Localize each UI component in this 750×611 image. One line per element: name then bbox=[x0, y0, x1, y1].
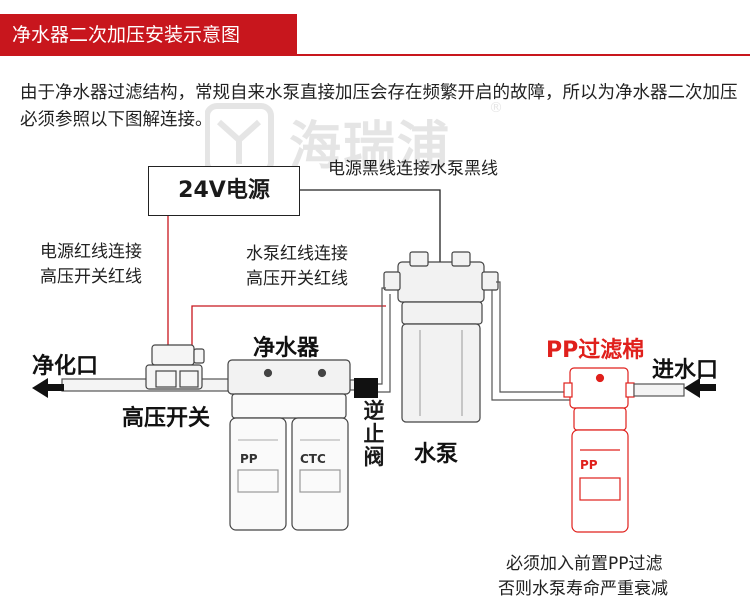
warning-line1: 必须加入前置PP过滤 bbox=[506, 554, 663, 574]
inlet-arrow-shaft bbox=[698, 384, 716, 391]
watermark-text: 海瑞浦 bbox=[289, 117, 452, 177]
pipe-pump-outlet bbox=[378, 287, 391, 393]
inlet-label: 进水口 bbox=[652, 358, 719, 383]
header-rule bbox=[297, 54, 750, 56]
outlet-label: 净化口 bbox=[32, 354, 99, 379]
power-supply-box: 24V电源 bbox=[148, 166, 300, 216]
cartridge-label-pp: PP bbox=[240, 452, 258, 466]
purifier-graphic bbox=[227, 359, 351, 531]
note-pump-red-line2: 高压开关红线 bbox=[246, 269, 348, 289]
note-pump-red-line1: 水泵红线连接 bbox=[246, 244, 348, 264]
pressure-switch-label: 高压开关 bbox=[122, 406, 211, 431]
note-psu-red-line2: 高压开关红线 bbox=[40, 267, 142, 287]
pp-filter-cartridge-label: PP bbox=[580, 458, 598, 472]
pump-label: 水泵 bbox=[414, 442, 459, 467]
watermark-registered: ® bbox=[489, 100, 503, 116]
pp-filter-label: PP过滤棉 bbox=[546, 338, 645, 363]
outlet-arrow-shaft bbox=[46, 384, 64, 391]
note-psu-black: 电源黑线连接水泵黑线 bbox=[328, 159, 498, 179]
warning-line2: 否则水泵寿命严重衰减 bbox=[498, 579, 668, 599]
check-valve-graphic bbox=[354, 378, 378, 398]
page-title: 净水器二次加压安装示意图 bbox=[12, 24, 241, 46]
wire-pump-red bbox=[191, 305, 386, 350]
intro-text: 由于净水器过滤结构，常规自来水泵直接加压会存在频繁开启的故障，所以为净水器二次加… bbox=[20, 83, 738, 130]
check-valve-label: 逆止阀 bbox=[363, 399, 385, 469]
outlet-arrow-icon bbox=[32, 378, 48, 398]
wire-psu-black bbox=[298, 189, 441, 262]
pressure-switch-graphic bbox=[145, 344, 205, 390]
watermark: 海瑞浦 ® bbox=[205, 100, 505, 180]
pump-graphic bbox=[383, 251, 499, 423]
pipe-inlet bbox=[633, 383, 685, 397]
inlet-arrow-icon bbox=[684, 378, 700, 398]
pipe-pump-inlet bbox=[491, 281, 572, 401]
note-psu-red-line1: 电源红线连接 bbox=[40, 242, 142, 262]
purifier-label: 净水器 bbox=[253, 336, 320, 361]
cartridge-label-ctc: CTC bbox=[300, 452, 326, 466]
header-bar bbox=[0, 14, 297, 56]
pp-filter-graphic bbox=[563, 367, 635, 533]
